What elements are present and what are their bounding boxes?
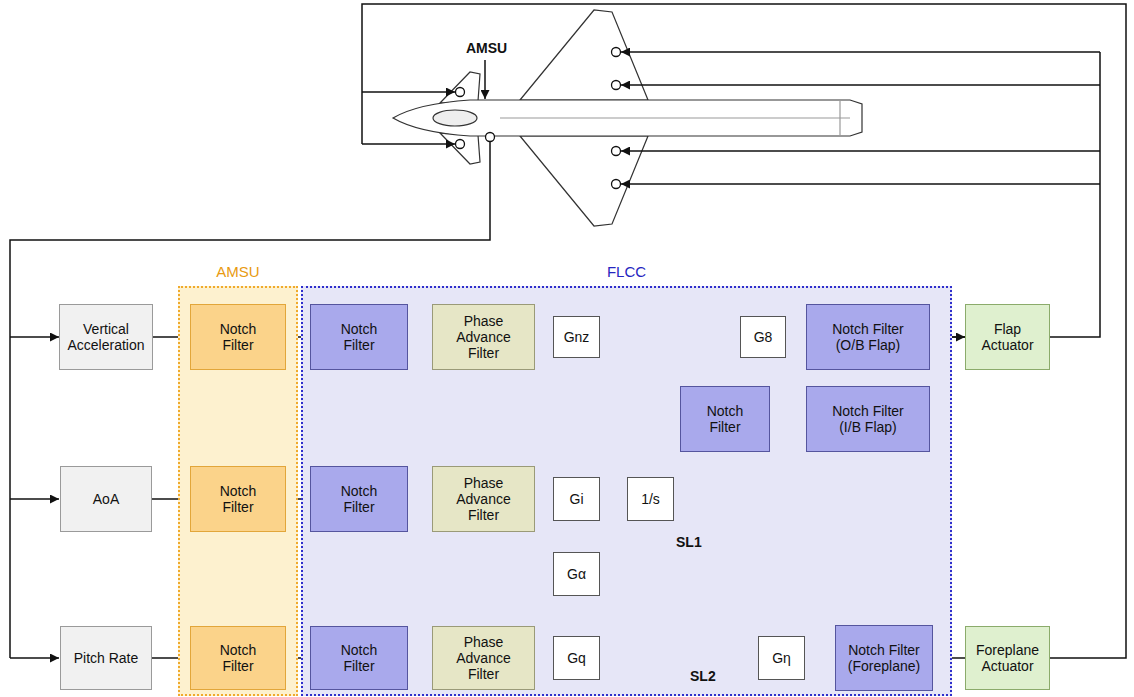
box-label: Pitch Rate xyxy=(74,650,139,666)
phase-filter-box: Phase Advance Filter xyxy=(432,626,535,690)
amsu-point xyxy=(486,133,495,142)
switch-label: SL1 xyxy=(676,534,702,550)
notch-filter-box: Notch Filter xyxy=(190,304,286,370)
box-label: Gη xyxy=(772,650,791,666)
nozzle xyxy=(839,100,840,136)
region-title: AMSU xyxy=(180,264,296,280)
notch-filter-box: Notch Filter (I/B Flap) xyxy=(806,386,930,452)
sensor-box: Pitch Rate xyxy=(60,626,152,690)
feed-arrow xyxy=(10,498,59,500)
notch-filter-box: Notch Filter (O/B Flap) xyxy=(806,304,930,370)
box-label: Phase Advance Filter xyxy=(449,475,519,523)
sensor-box: AoA xyxy=(60,466,152,532)
gain-box: Gq xyxy=(553,636,600,680)
box-label: Notch Filter (Foreplane) xyxy=(841,642,927,674)
box-label: Notch Filter (I/B Flap) xyxy=(823,403,913,435)
surface-point xyxy=(612,48,621,57)
gain-box: Gα xyxy=(553,552,600,596)
flap-arrow xyxy=(621,183,1100,185)
gain-box: Gη xyxy=(758,636,805,680)
notch-filter-box: Notch Filter xyxy=(310,626,408,690)
actuator-box: Foreplane Actuator xyxy=(965,626,1050,690)
canard-arrow xyxy=(362,91,455,93)
surface-point xyxy=(612,147,621,156)
notch-filter-box: Notch Filter xyxy=(190,466,286,532)
fuselage-line xyxy=(500,117,850,118)
actuator-box: Flap Actuator xyxy=(965,304,1050,370)
box-label: AoA xyxy=(93,491,119,507)
flap-arrow xyxy=(621,84,1100,86)
notch-filter-box: Notch Filter xyxy=(310,304,408,370)
unit-callout: AMSU xyxy=(466,40,507,56)
flap-arrow xyxy=(621,150,1100,152)
box-label: 1/s xyxy=(641,491,660,507)
surface-point xyxy=(612,180,621,189)
phase-filter-box: Phase Advance Filter xyxy=(432,304,535,370)
box-label: Gα xyxy=(567,566,586,582)
notch-filter-box: Notch Filter xyxy=(310,466,408,532)
box-label: Notch Filter (O/B Flap) xyxy=(823,321,913,353)
gain-box: G8 xyxy=(740,316,786,358)
box-label: Notch Filter xyxy=(208,483,268,515)
box-label: Notch Filter xyxy=(329,321,389,353)
notch-filter-box: Notch Filter xyxy=(190,626,286,690)
box-label: Notch Filter xyxy=(208,321,268,353)
gain-box: Gnz xyxy=(553,316,600,358)
box-label: Gi xyxy=(570,491,584,507)
box-label: Notch Filter xyxy=(329,483,389,515)
notch-filter-box: Notch Filter (Foreplane) xyxy=(835,625,933,691)
surface-point xyxy=(612,81,621,90)
amsu-leader xyxy=(484,60,486,99)
feed-arrow xyxy=(10,336,59,338)
surface-point xyxy=(456,140,465,149)
box-label: Notch Filter xyxy=(208,642,268,674)
box-label: G8 xyxy=(754,329,773,345)
amsu-region: AMSUNotch FilterNotch FilterNotch Filter xyxy=(178,286,298,696)
canard xyxy=(440,133,480,164)
switch-label: SL2 xyxy=(690,668,716,684)
box-label: Foreplane Actuator xyxy=(973,642,1043,674)
box-label: Flap Actuator xyxy=(973,321,1043,353)
wing xyxy=(520,10,648,100)
gain-box: Gi xyxy=(553,477,600,521)
gain-box: 1/s xyxy=(627,477,674,521)
notch-filter-box: Notch Filter xyxy=(680,386,770,452)
box-label: Phase Advance Filter xyxy=(449,634,519,682)
sensor-box: Vertical Acceleration xyxy=(59,304,153,370)
flcc-region: FLCCNotch FilterPhase Advance FilterGnzG… xyxy=(301,286,952,696)
canard-arrow xyxy=(362,143,455,145)
flap-arrow xyxy=(621,51,1100,53)
box-label: Gnz xyxy=(564,329,590,345)
box-label: Notch Filter xyxy=(329,642,389,674)
flap-wire xyxy=(1050,52,1100,337)
box-label: Vertical Acceleration xyxy=(65,321,147,353)
box-label: Phase Advance Filter xyxy=(449,313,519,361)
phase-filter-box: Phase Advance Filter xyxy=(432,466,535,532)
region-title: FLCC xyxy=(303,264,950,280)
surface-point xyxy=(456,88,465,97)
box-label: Gq xyxy=(567,650,586,666)
canard xyxy=(440,72,480,103)
wing xyxy=(520,136,648,226)
fuselage xyxy=(393,100,862,136)
feed-arrow xyxy=(10,657,59,659)
canopy xyxy=(433,110,477,126)
box-label: Notch Filter xyxy=(695,403,755,435)
